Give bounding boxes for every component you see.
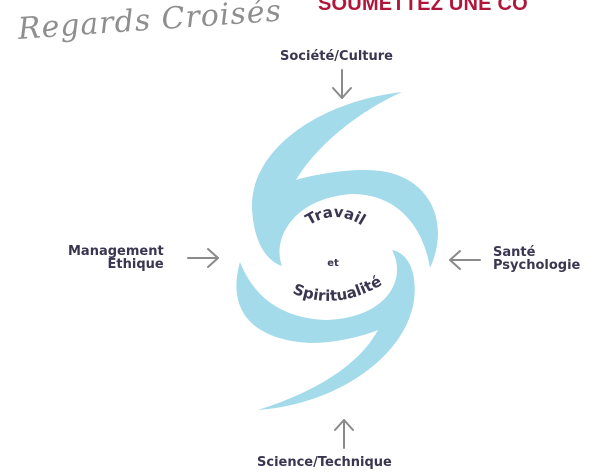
center-text-spiritualite: Spiritualité	[291, 272, 385, 305]
banner-heading: SOUMETTEZ UNE CO	[318, 0, 528, 15]
arrow-left	[187, 248, 219, 268]
label-sante-psychologie: Santé Psychologie	[493, 246, 580, 272]
label-psychologie: Psychologie	[493, 258, 581, 273]
label-management: Management	[68, 244, 164, 259]
arrow-bottom	[334, 419, 354, 449]
arrow-top	[332, 69, 352, 99]
label-science-technique: Science/Technique	[257, 455, 392, 470]
label-sante: Santé	[493, 245, 536, 260]
label-management-ethique: Management Ethique	[68, 245, 164, 271]
arrow-right	[449, 250, 481, 270]
label-ethique: Ethique	[107, 257, 164, 272]
label-societe-culture: Société/Culture	[280, 49, 394, 64]
lower-swirl-shape	[236, 250, 415, 410]
center-text-travail: Travail	[302, 203, 369, 229]
center-text-et: et	[327, 258, 339, 269]
upper-swirl-shape	[251, 92, 438, 268]
